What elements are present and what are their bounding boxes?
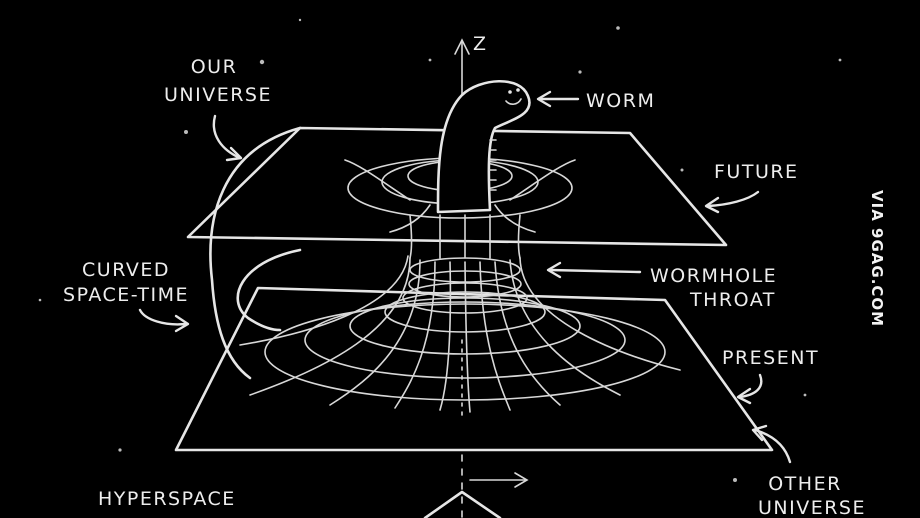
z-axis-label: Z <box>473 33 488 55</box>
label-future: FUTURE <box>704 161 799 214</box>
future-label: FUTURE <box>714 161 799 183</box>
vertical-dashed-axis <box>423 339 529 518</box>
curved-line1: CURVED <box>82 259 170 281</box>
worm-label: WORM <box>586 90 655 112</box>
label-present: PRESENT <box>722 347 819 405</box>
worm-eye <box>516 88 520 92</box>
worm-eye <box>508 90 512 94</box>
future-sheet <box>186 126 728 247</box>
present-label: PRESENT <box>722 347 819 369</box>
throat-line2: THROAT <box>689 289 776 311</box>
wormhole-funnel-grid <box>239 255 681 413</box>
our-universe-line1: OUR <box>191 56 238 78</box>
worm-smile <box>505 98 522 105</box>
hyperspace-label: HYPERSPACE <box>98 488 236 510</box>
other-universe-line1: OTHER <box>768 473 842 495</box>
starfield <box>38 18 842 482</box>
label-other-universe: OTHER UNIVERSE <box>751 424 866 518</box>
label-curved-space-time: CURVED SPACE-TIME <box>63 259 190 333</box>
throat-line1: WORMHOLE <box>650 265 777 287</box>
wormhole-throat-lines <box>409 214 521 259</box>
curved-space-time-fold <box>209 126 302 380</box>
fold-inner <box>236 248 302 332</box>
worm <box>436 79 531 214</box>
other-universe-line2: UNIVERSE <box>758 497 866 518</box>
watermark: VIA 9GAG.COM <box>868 190 886 327</box>
curved-line2: SPACE-TIME <box>63 284 189 306</box>
present-sheet <box>174 286 774 452</box>
label-our-universe: OUR UNIVERSE <box>164 56 272 162</box>
label-wormhole-throat: WORMHOLE THROAT <box>546 261 777 311</box>
our-universe-line2: UNIVERSE <box>164 84 272 106</box>
label-worm: WORM <box>536 90 655 112</box>
